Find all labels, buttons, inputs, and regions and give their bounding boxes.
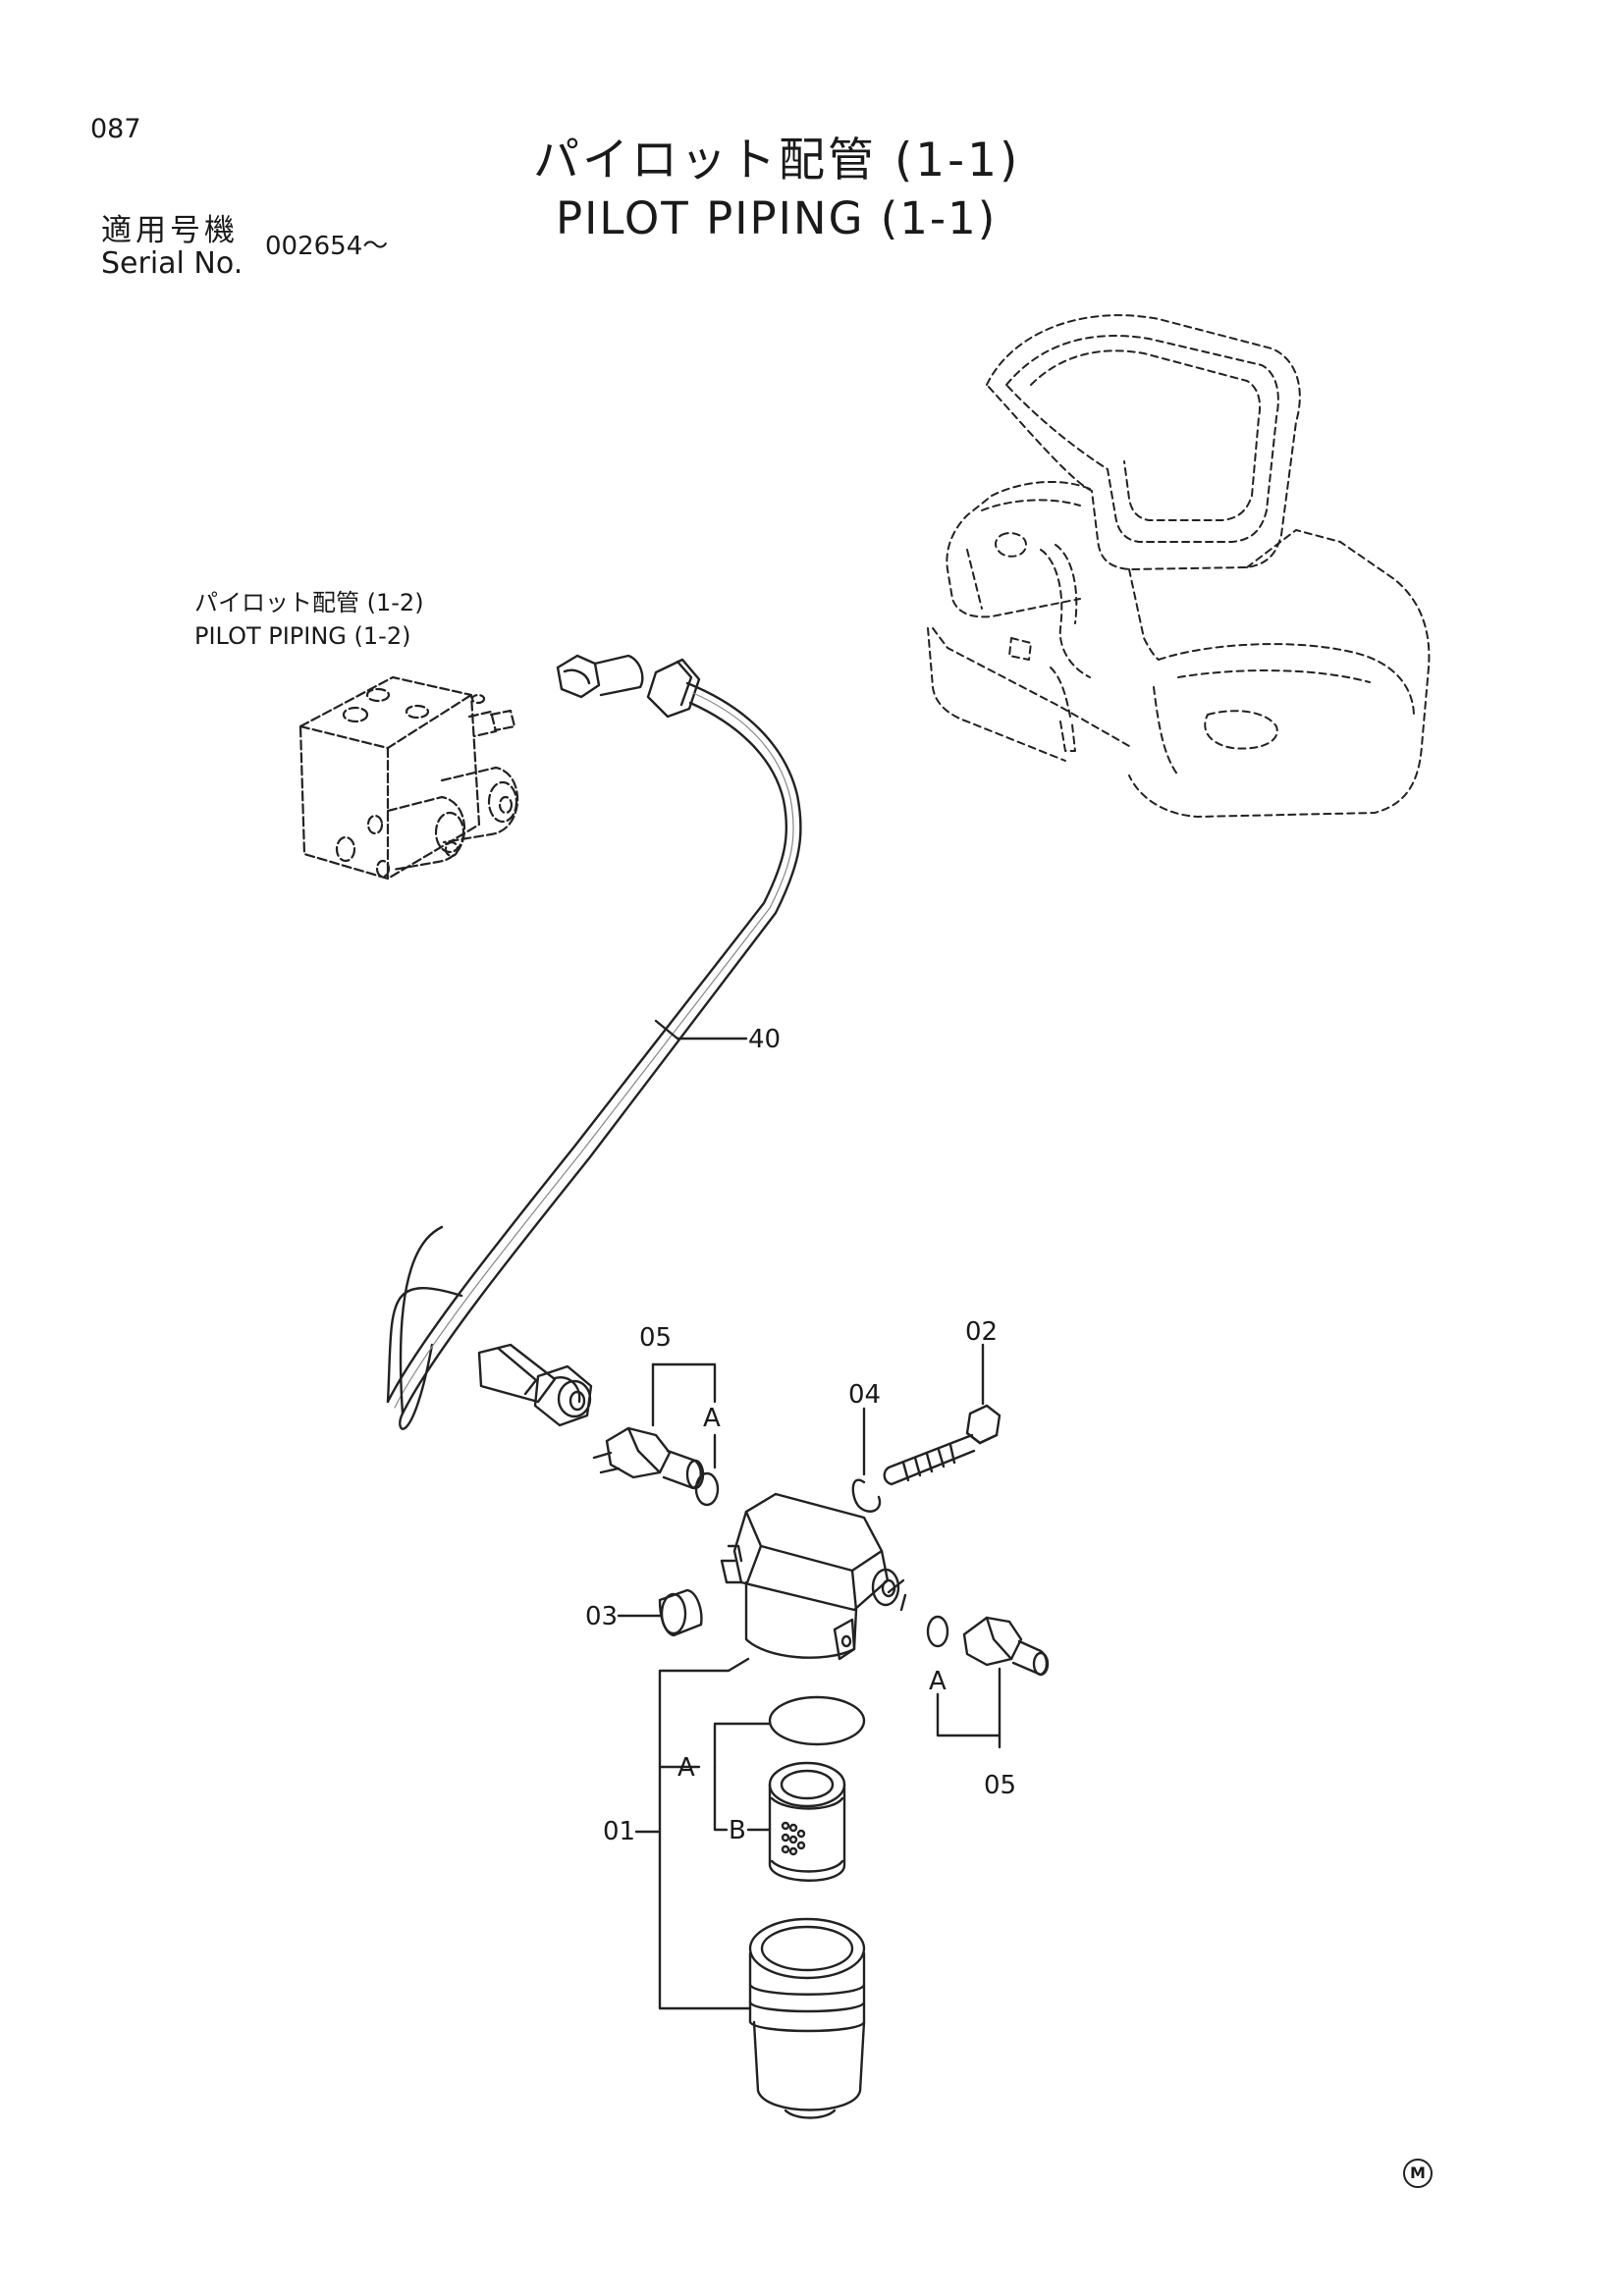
bracket-b-filter xyxy=(713,1765,772,1832)
callout-a-lower: A xyxy=(929,1667,947,1696)
valve-block xyxy=(298,675,519,881)
page-title-jp: パイロット配管 (1-1) xyxy=(533,133,1021,187)
callout-05-lower: 05 xyxy=(984,1771,1017,1800)
plug-03 xyxy=(658,1588,703,1637)
fitting-upper xyxy=(592,1426,705,1490)
hose-40 xyxy=(386,654,802,1430)
bracket-a-lower xyxy=(936,1692,1001,1749)
filter-bowl xyxy=(748,1917,866,2119)
callout-03: 03 xyxy=(585,1602,619,1631)
fitting-lower xyxy=(962,1616,1050,1677)
serial-label-en: Serial No. xyxy=(101,246,244,281)
reference-label-jp: パイロット配管 (1-2) xyxy=(194,589,424,616)
callout-05-upper: 05 xyxy=(639,1323,673,1353)
page-number: 087 xyxy=(90,114,141,144)
bolt-02 xyxy=(883,1404,1001,1486)
bracket-a-upper xyxy=(651,1362,717,1404)
bracket-01 xyxy=(658,1657,752,2010)
oring-lower xyxy=(926,1615,949,1648)
callout-a-filter: A xyxy=(677,1753,695,1783)
leader-40-tip xyxy=(654,1019,679,1041)
callout-01: 01 xyxy=(603,1817,636,1846)
callout-40: 40 xyxy=(748,1025,782,1054)
oring-04 xyxy=(851,1478,882,1513)
manufacturer-mark: M xyxy=(1403,2159,1433,2188)
oring-upper xyxy=(694,1471,720,1507)
serial-label-jp: 適用号機 xyxy=(101,213,239,248)
filter-head xyxy=(720,1492,907,1661)
callout-a-upper: A xyxy=(703,1404,721,1433)
machine-cab-outline xyxy=(927,314,1431,818)
page-title-en: PILOT PIPING (1-1) xyxy=(556,192,998,244)
filter-seal xyxy=(768,1695,866,1746)
reference-label-en: PILOT PIPING (1-2) xyxy=(194,622,411,650)
bracket-a-filter xyxy=(658,1722,772,1769)
filter-element xyxy=(768,1761,846,1882)
callout-02: 02 xyxy=(965,1317,999,1347)
callout-b-filter: B xyxy=(729,1816,746,1845)
serial-value: 002654～ xyxy=(265,232,389,261)
callout-04: 04 xyxy=(848,1380,882,1410)
